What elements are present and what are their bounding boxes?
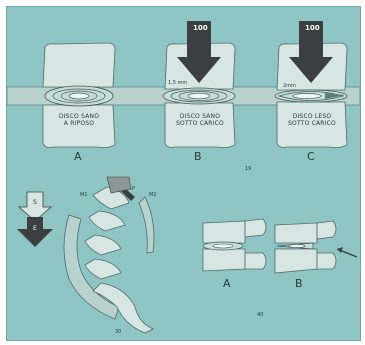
diagram-frame: DISCO SANO A RIPOSO A DISCO SANO SOTTO C…: [6, 6, 361, 341]
panel-a-caption-line2: A RIPOSO: [57, 120, 101, 127]
panel-b-caption-line1: DISCO SANO: [175, 113, 225, 120]
lumbar-spine: [64, 177, 154, 333]
panel-b-caption-line2: SOTTO CARICO: [175, 120, 225, 127]
panel-b-letter: B: [194, 150, 202, 163]
panel-b-measure: 1,5 mm: [168, 80, 187, 86]
vertebra-a: [43, 43, 115, 148]
arrow-e-label: E: [32, 225, 38, 232]
bottom-right-figure-number: 40: [257, 312, 263, 318]
segment-b-letter: B: [295, 277, 303, 290]
panel-c-letter: C: [307, 150, 315, 163]
panel-c-measure: 2mm: [283, 83, 296, 89]
panel-b-load: 100: [193, 24, 208, 32]
motion-segment-b: [275, 221, 357, 273]
panel-a-caption-line1: DISCO SANO: [57, 113, 101, 120]
arrow-s-label: S: [32, 199, 38, 206]
motion-segment-a: [203, 219, 266, 271]
panel-a-letter: A: [74, 150, 82, 163]
label-p: P: [132, 186, 135, 192]
panel-c-caption-line1: DISCO LESO: [287, 113, 337, 120]
panel-c-load: 100: [305, 24, 320, 32]
label-m1: M1: [80, 192, 88, 198]
top-figure-number: 19: [245, 166, 251, 172]
segment-a-letter: A: [223, 277, 231, 290]
bottom-left-figure-number: 30: [115, 329, 121, 335]
panel-c-caption-line2: SOTTO CARICO: [287, 120, 337, 127]
diagram-artwork: [7, 7, 360, 340]
label-m2: M2: [149, 192, 157, 198]
